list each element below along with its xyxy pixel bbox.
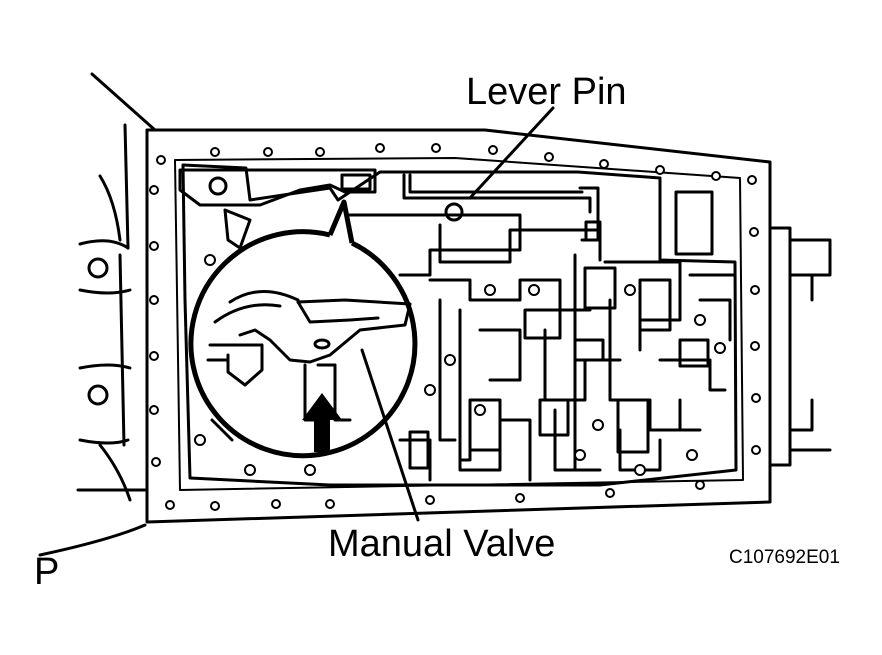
position-label: P xyxy=(34,551,59,593)
lever-pin-label: Lever Pin xyxy=(466,71,627,113)
right-case xyxy=(770,226,832,467)
figure-code: C107692E01 xyxy=(729,547,840,568)
valve-body-passages xyxy=(194,213,737,482)
detent-lever xyxy=(178,168,714,256)
manual-valve-label: Manual Valve xyxy=(328,523,555,565)
transmission-case xyxy=(38,72,157,557)
zoom-callout xyxy=(188,199,418,459)
flange-bolts xyxy=(149,143,761,511)
leader-lines xyxy=(360,106,555,522)
callout-detail xyxy=(206,290,412,452)
